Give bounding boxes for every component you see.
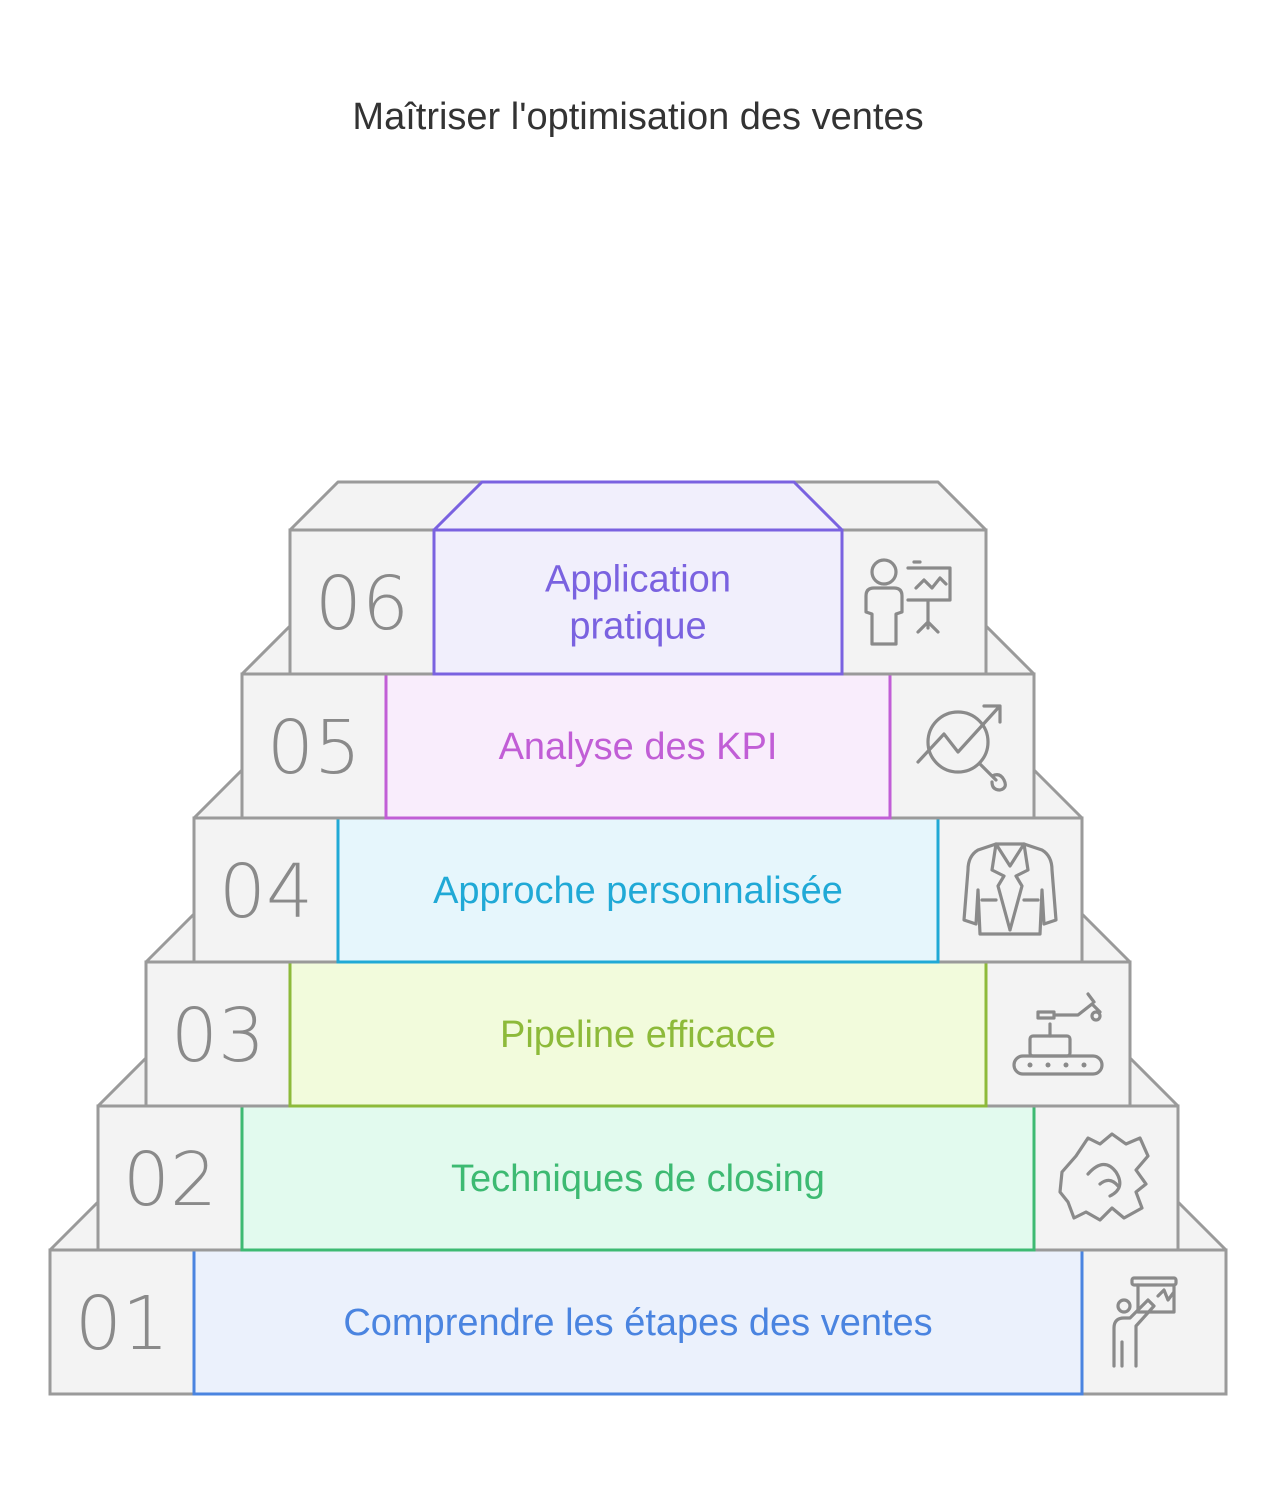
- presenter-chart-icon: [1112, 1276, 1178, 1368]
- suit-jacket-icon: [962, 842, 1058, 936]
- step-label-panel: [240, 1104, 1036, 1252]
- person-whiteboard-icon: [864, 558, 952, 646]
- step-label-panel: [288, 960, 988, 1108]
- step-label: Application: [545, 559, 731, 601]
- step-number: 03: [171, 993, 265, 1079]
- step-06: 06 Application pratique: [288, 480, 988, 676]
- step-number: 01: [75, 1281, 169, 1367]
- step-label: Analyse des KPI: [499, 726, 778, 768]
- step-top-highlight: [432, 480, 844, 532]
- handshake-icon: [1058, 1132, 1150, 1222]
- diagram-title: Maîtriser l'optimisation des ventes: [352, 96, 924, 138]
- step-label-panel: [336, 816, 940, 964]
- step-label-panel: [192, 1248, 1084, 1396]
- step-label: Comprendre les étapes des ventes: [343, 1302, 932, 1344]
- step-number: 05: [267, 705, 361, 791]
- trend-magnifier-icon: [916, 704, 1007, 792]
- step-label-panel: [384, 672, 892, 820]
- step-number: 04: [219, 849, 313, 935]
- step-label: Techniques de closing: [451, 1158, 825, 1200]
- step-label: pratique: [569, 606, 706, 648]
- step-number: 06: [315, 561, 409, 647]
- conveyor-robot-icon: [1012, 992, 1104, 1076]
- step-label: Approche personnalisée: [433, 870, 843, 912]
- step-label-panel: [432, 528, 844, 676]
- step-number: 02: [123, 1137, 217, 1223]
- step-label: Pipeline efficace: [500, 1014, 776, 1056]
